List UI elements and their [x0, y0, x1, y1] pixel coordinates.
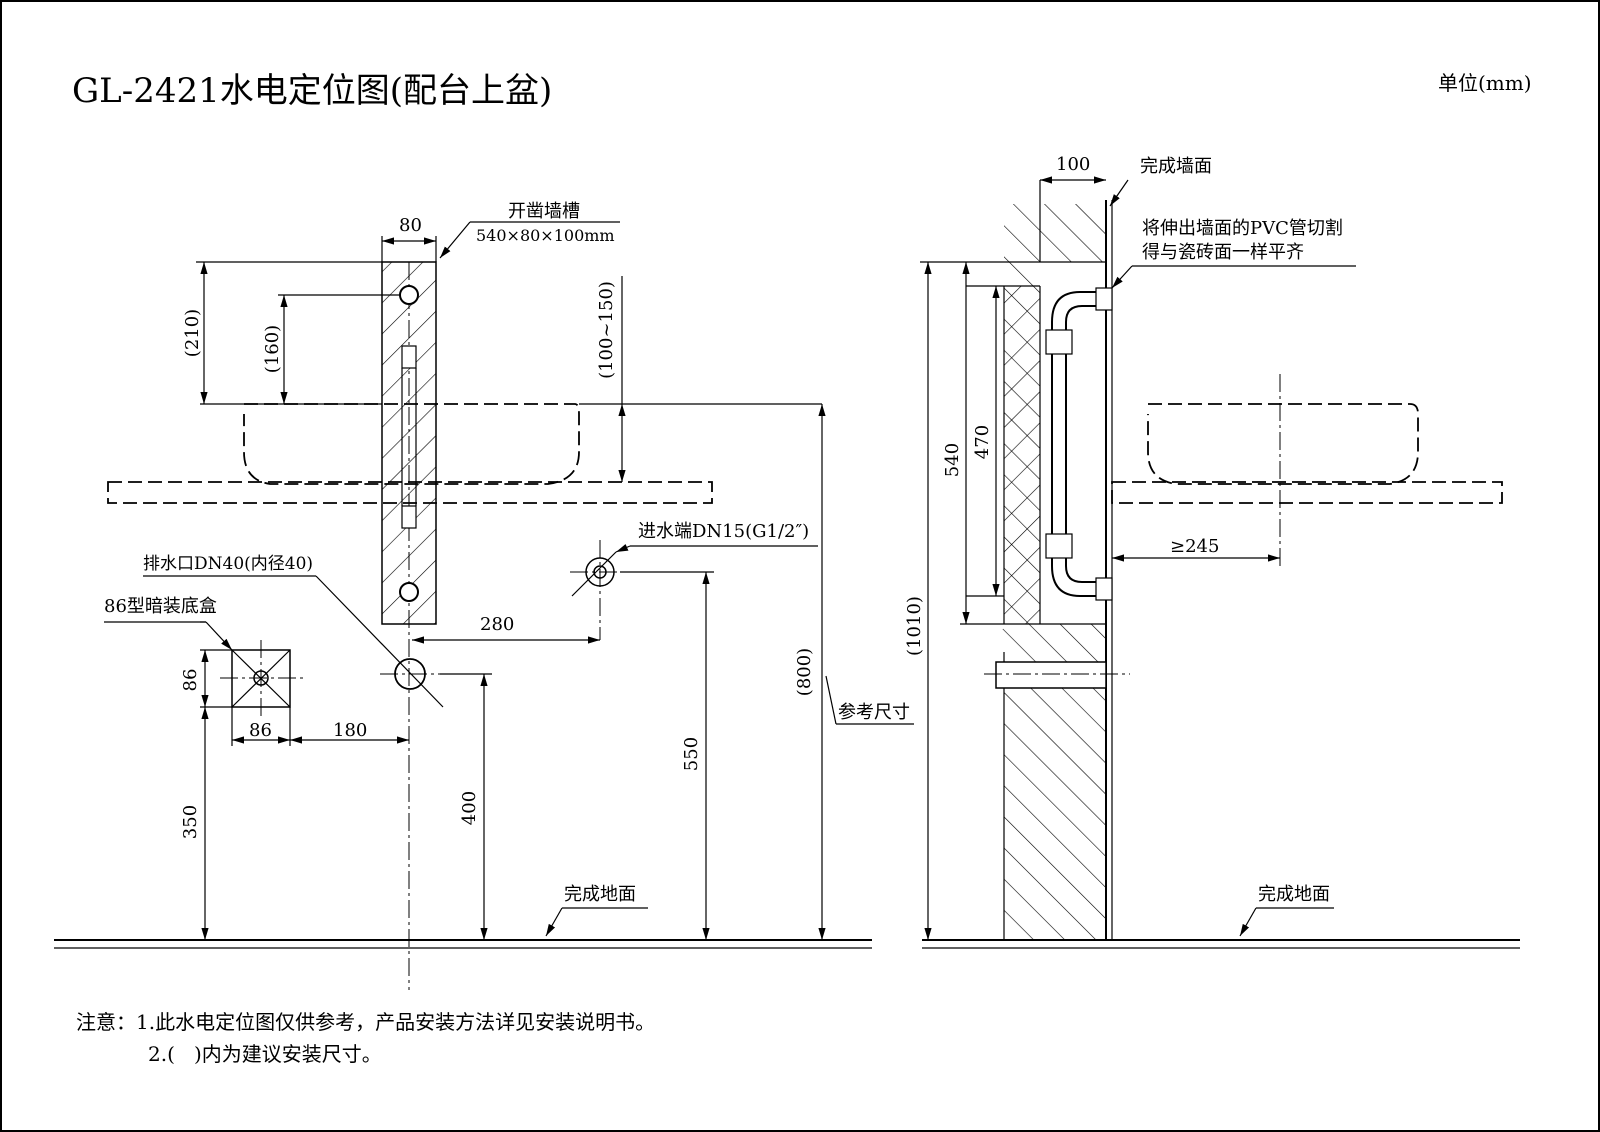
dim-180: 180 — [333, 720, 367, 741]
dim-86-vertical: 86 — [180, 669, 201, 692]
slot-size: 540×80×100mm — [476, 226, 615, 245]
dim-100-150: (100~150) — [596, 281, 617, 379]
dim-245: ≥245 — [1170, 536, 1219, 557]
box-label: 86型暗装底盒 — [104, 596, 217, 617]
dim-210: (210) — [182, 309, 203, 357]
slot-width-value: 80 — [399, 215, 422, 236]
dim-86-horizontal: 86 — [249, 720, 272, 741]
wall-thickness: 100 — [1056, 154, 1090, 175]
pipe-outlet-top — [399, 285, 419, 305]
drain-leader — [315, 575, 444, 708]
side-view: 100 完成墙面 将伸出墙面的PVC管切割 得与瓷砖面一样平齐 ≥245 540… — [904, 154, 1520, 949]
unit-label: 单位(mm) — [1438, 71, 1532, 95]
drawing-title: GL-2421水电定位图(配台上盆) — [72, 71, 552, 111]
basin-outline — [243, 403, 580, 485]
dim-350: 350 — [180, 805, 201, 839]
pipe-outlet-bottom — [399, 582, 419, 602]
side-floor-label: 完成地面 — [1258, 884, 1330, 905]
countertop-outline-side — [1111, 481, 1503, 504]
dim-550: 550 — [681, 737, 702, 771]
wall-label: 完成墙面 — [1140, 156, 1212, 177]
drain-pipe — [995, 661, 1107, 689]
note-line1: 注意：1.此水电定位图仅供参考，产品安装方法详见安装说明书。 — [76, 1010, 655, 1034]
dim-400: 400 — [459, 791, 480, 825]
dim-1010: (1010) — [904, 596, 925, 656]
dim-160: (160) — [262, 325, 283, 373]
front-floor-label: 完成地面 — [564, 884, 636, 905]
note-line2: 2.( )内为建议安装尺寸。 — [148, 1042, 382, 1066]
drain-label: 排水口DN40(内径40) — [143, 554, 313, 574]
slot-label: 开凿墙槽 — [508, 201, 580, 222]
inlet-label: 进水端DN15(G1/2″) — [638, 521, 809, 542]
pvc-pipe — [1051, 291, 1106, 597]
basin-outline-side — [1147, 403, 1419, 485]
dim-280: 280 — [480, 614, 514, 635]
dim-800: (800) — [794, 648, 815, 696]
dim-470: 470 — [972, 425, 993, 459]
front-view: 80 开凿墙槽 540×80×100mm (210) (160) (100~15… — [54, 201, 914, 990]
pipe-joint-top — [401, 345, 417, 369]
pvc-note-line1: 将伸出墙面的PVC管切割 — [1142, 218, 1343, 239]
pvc-note-line2: 得与瓷砖面一样平齐 — [1142, 242, 1304, 263]
ref-label: 参考尺寸 — [838, 702, 910, 723]
pipe-joint-bottom — [401, 505, 417, 529]
countertop-outline — [107, 481, 713, 504]
dim-540: 540 — [942, 443, 963, 477]
